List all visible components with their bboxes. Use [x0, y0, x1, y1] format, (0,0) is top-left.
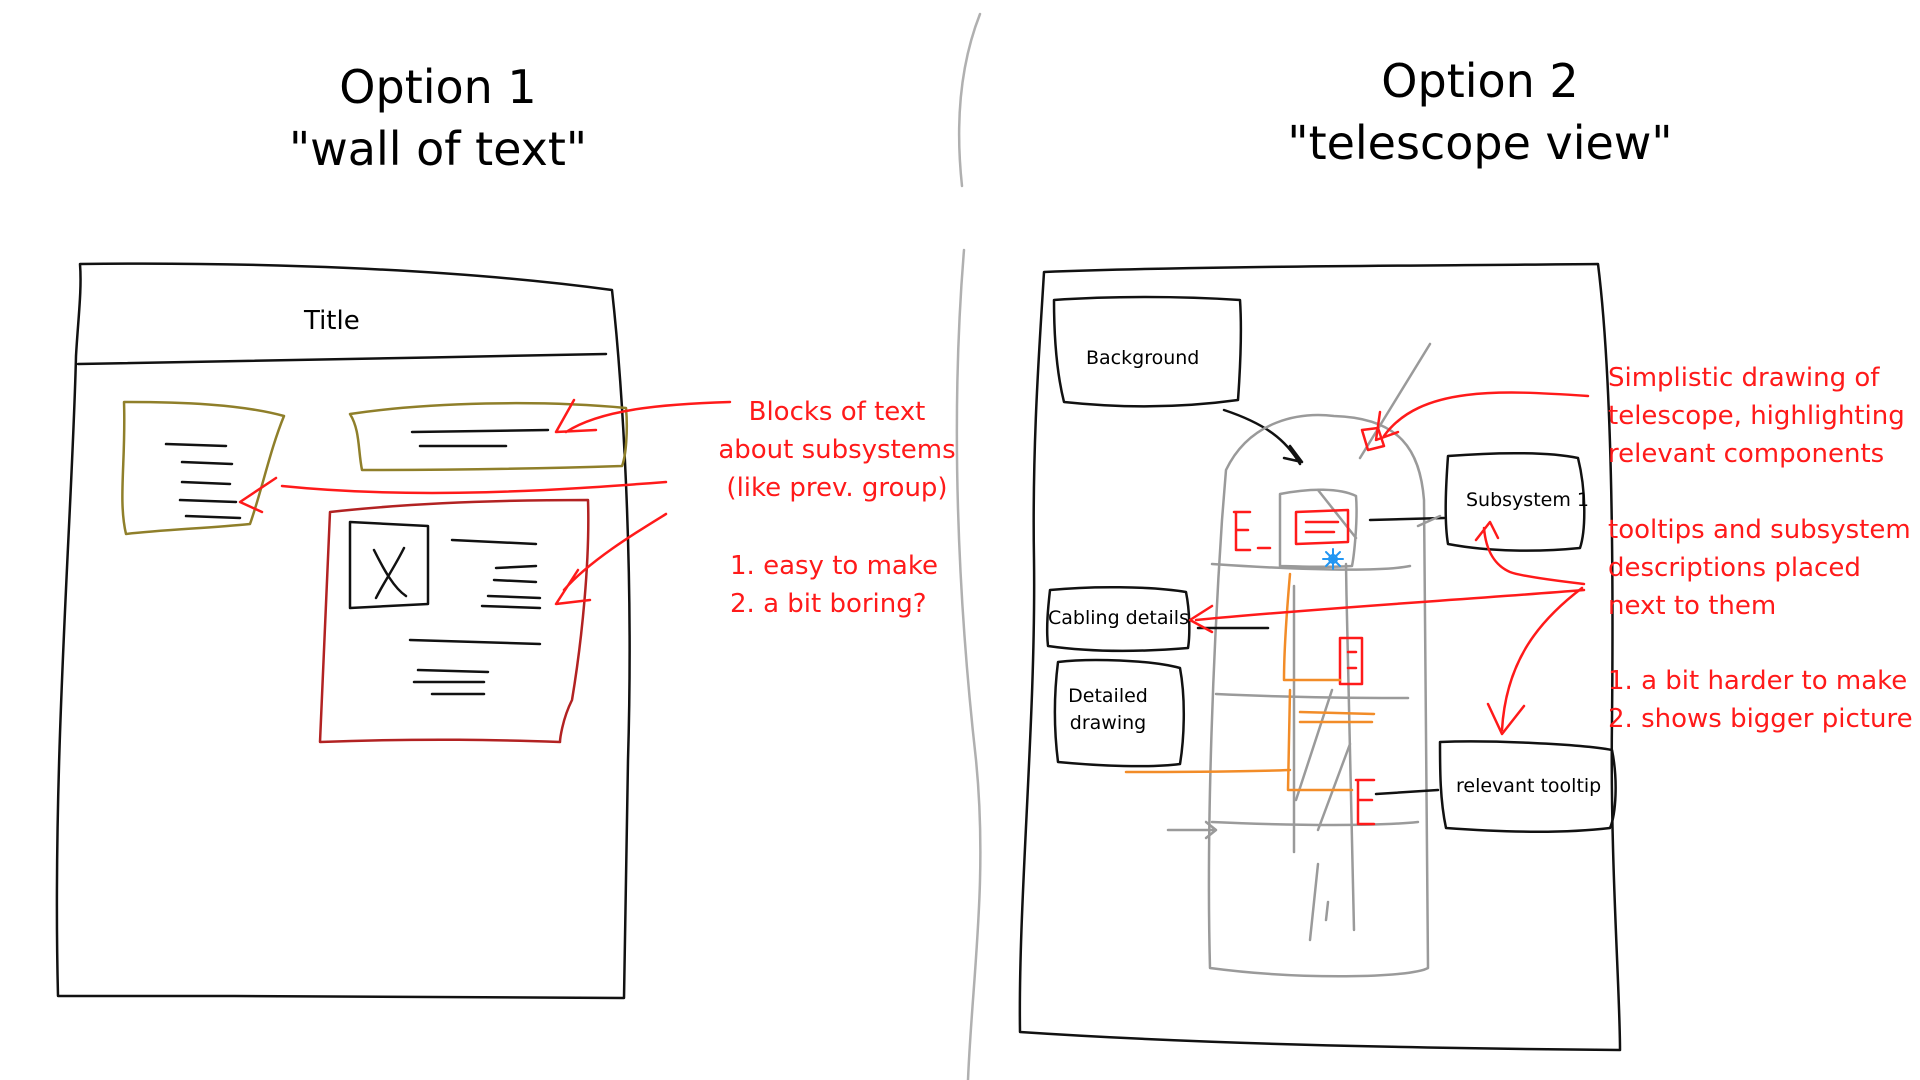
option1-heading-line1: Option 1: [339, 60, 537, 114]
telescope-diagonal: [1294, 688, 1334, 802]
image-block-outline: [318, 498, 590, 744]
text-line: [486, 594, 542, 600]
background-arrow: [1222, 408, 1304, 466]
subsystem-label: Subsystem 1: [1466, 489, 1589, 511]
gear-icon: [1322, 548, 1344, 570]
image-placeholder-cross: [372, 546, 408, 600]
option2-pros-cons: 1. a bit harder to make 2. shows bigger …: [1608, 662, 1913, 738]
text-line: [184, 514, 242, 520]
telescope-crossbar: [1210, 820, 1420, 827]
text-line: [164, 442, 228, 448]
tooltips-note-line3: next to them: [1608, 591, 1777, 621]
option2-pro: 1. a bit harder to make: [1608, 666, 1908, 696]
drawing-note-line1: Simplistic drawing of: [1608, 363, 1880, 393]
telescope-diagonal: [1308, 862, 1320, 942]
text-line: [416, 668, 490, 674]
annotation-arrow-left-block: [238, 476, 668, 514]
option1-con: 2. a bit boring?: [730, 589, 927, 619]
option2-heading-line2: "telescope view": [1287, 116, 1673, 170]
telescope-outline: [1207, 413, 1430, 978]
text-block-left-outline: [121, 400, 286, 536]
option1-pro: 1. easy to make: [730, 551, 938, 581]
option2-heading: Option 2 "telescope view": [1280, 50, 1680, 174]
text-line: [178, 498, 238, 504]
background-box-outline: [1052, 295, 1243, 408]
cabling-box-outline: [1045, 585, 1191, 653]
text-line: [450, 538, 538, 546]
highlight-mid-component: [1338, 636, 1364, 686]
telescope-crossbar: [1214, 692, 1410, 700]
tooltips-note-line1: tooltips and subsystem: [1608, 515, 1911, 545]
cabling-label: Cabling details: [1048, 607, 1189, 629]
option2-con: 2. shows bigger picture: [1608, 704, 1913, 734]
divider-line-top: [957, 12, 982, 188]
telescope-diagonal: [1316, 742, 1352, 832]
telescope-column: [1344, 562, 1356, 932]
highlight-top-component: [1360, 426, 1386, 452]
text-line: [494, 564, 538, 570]
drawing-note-line3: relevant components: [1608, 439, 1885, 469]
option2-heading-line1: Option 2: [1381, 54, 1579, 108]
highlight-bottom-component: [1354, 778, 1376, 826]
subsystem-connector: [1416, 514, 1442, 528]
blocks-note-line2: about subsystems: [718, 435, 956, 465]
option1-title-divider: [76, 352, 608, 366]
annotation-arrow-subsystem: [1474, 520, 1586, 586]
telescope-diagonal: [1316, 488, 1358, 540]
text-line: [492, 578, 538, 584]
option1-pros-cons: 1. easy to make 2. a bit boring?: [730, 547, 938, 623]
highlight-main-component: [1294, 508, 1350, 546]
subsystem-box-outline: [1444, 451, 1586, 552]
tooltips-note-line2: descriptions placed: [1608, 553, 1861, 583]
annotation-arrow-right-block: [554, 398, 732, 434]
telescope-stroke: [1166, 820, 1218, 840]
cabling-path: [1282, 572, 1342, 682]
option1-page-outline: [55, 262, 631, 1000]
telescope-stroke: [1324, 900, 1330, 922]
detailed-drawing-label: Detailed drawing: [1058, 683, 1158, 737]
image-placeholder-outline: [348, 520, 430, 610]
tooltip-box-outline: [1438, 740, 1617, 834]
text-line: [408, 638, 542, 646]
divider-line-bottom: [955, 248, 982, 1080]
text-line: [180, 480, 232, 486]
tooltip-connector: [1374, 788, 1440, 796]
detailed-drawing-line2: drawing: [1069, 712, 1147, 734]
text-line: [180, 460, 234, 466]
cabling-path: [1286, 688, 1354, 792]
telescope-diagonal: [1358, 342, 1432, 460]
blocks-note-line3: (like prev. group): [726, 473, 948, 503]
cabling-path: [1124, 768, 1292, 774]
highlight-side-component: [1232, 510, 1272, 552]
annotation-arrow-cabling: [1188, 588, 1586, 634]
subsystem-connector: [1368, 516, 1446, 522]
option1-heading: Option 1 "wall of text": [238, 56, 638, 180]
text-line: [480, 604, 542, 610]
detailed-drawing-box-outline: [1053, 658, 1185, 768]
detailed-drawing-line1: Detailed: [1068, 685, 1148, 707]
text-block-right-outline: [348, 401, 629, 472]
drawing-note-line2: telescope, highlighting: [1608, 401, 1905, 431]
option2-tooltips-note: tooltips and subsystem descriptions plac…: [1608, 511, 1911, 625]
option2-page-outline: [1018, 262, 1622, 1052]
background-label: Background: [1086, 347, 1200, 369]
cabling-path: [1298, 710, 1376, 724]
option2-drawing-note: Simplistic drawing of telescope, highlig…: [1608, 359, 1905, 473]
annotation-arrow-telescope: [1374, 391, 1590, 442]
option1-mockup-title: Title: [304, 306, 360, 336]
tooltip-label: relevant tooltip: [1456, 775, 1602, 797]
annotation-arrow-image-block: [554, 512, 668, 606]
telescope-top-section: [1278, 488, 1358, 569]
option1-heading-line2: "wall of text": [288, 122, 588, 176]
blocks-note-line1: Blocks of text: [748, 397, 926, 427]
text-line: [410, 428, 550, 434]
option1-blocks-note: Blocks of text about subsystems (like pr…: [660, 393, 1014, 507]
annotation-arrow-tooltip: [1486, 586, 1584, 736]
